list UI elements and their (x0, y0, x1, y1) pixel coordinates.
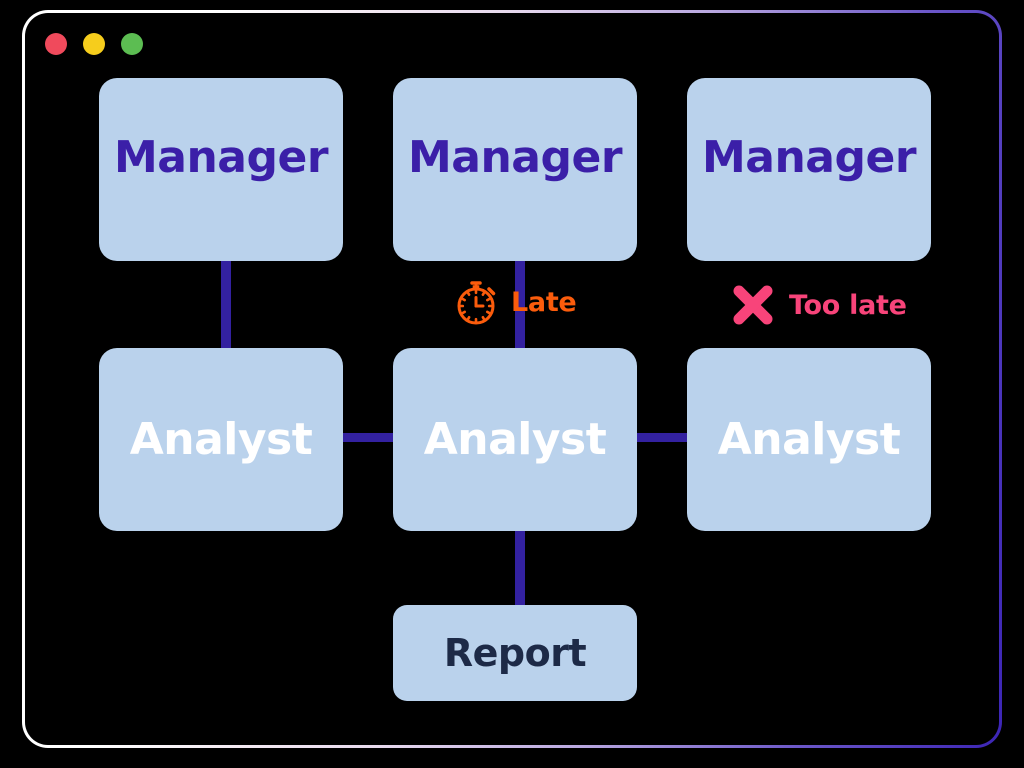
connector-manager2-analyst2 (515, 253, 525, 371)
node-manager-3[interactable]: Manager (687, 78, 931, 261)
connector-analyst2-report (515, 513, 525, 613)
annotation-label: Too late (789, 289, 907, 321)
node-label: Manager (701, 132, 917, 183)
window-content: Manager Manager Manager (25, 13, 999, 745)
cross-x-icon (733, 285, 773, 325)
node-label: Manager (113, 132, 329, 183)
node-analyst-2[interactable]: Analyst (393, 348, 637, 531)
node-label: Report (443, 631, 587, 675)
connector-analyst1-analyst2 (341, 433, 403, 442)
workflow-diagram: Manager Manager Manager (25, 13, 999, 745)
minimize-button[interactable] (83, 33, 105, 55)
node-report[interactable]: Report (393, 605, 637, 701)
annotation-late: Late (453, 277, 577, 327)
annotation-label: Late (511, 286, 577, 318)
node-manager-1[interactable]: Manager (99, 78, 343, 261)
node-label: Analyst (423, 413, 607, 465)
node-analyst-3[interactable]: Analyst (687, 348, 931, 531)
traffic-lights (45, 33, 143, 55)
close-button[interactable] (45, 33, 67, 55)
stopwatch-icon (457, 281, 496, 325)
window-frame: Manager Manager Manager (22, 10, 1002, 748)
connector-manager1-analyst1 (221, 253, 231, 371)
connector-analyst2-analyst3 (635, 433, 697, 442)
node-manager-2[interactable]: Manager (393, 78, 637, 261)
node-analyst-1[interactable]: Analyst (99, 348, 343, 531)
node-label: Analyst (717, 413, 901, 465)
annotation-too-late: Too late (729, 281, 907, 329)
node-label: Manager (407, 132, 623, 183)
node-label: Analyst (129, 413, 313, 465)
maximize-button[interactable] (121, 33, 143, 55)
